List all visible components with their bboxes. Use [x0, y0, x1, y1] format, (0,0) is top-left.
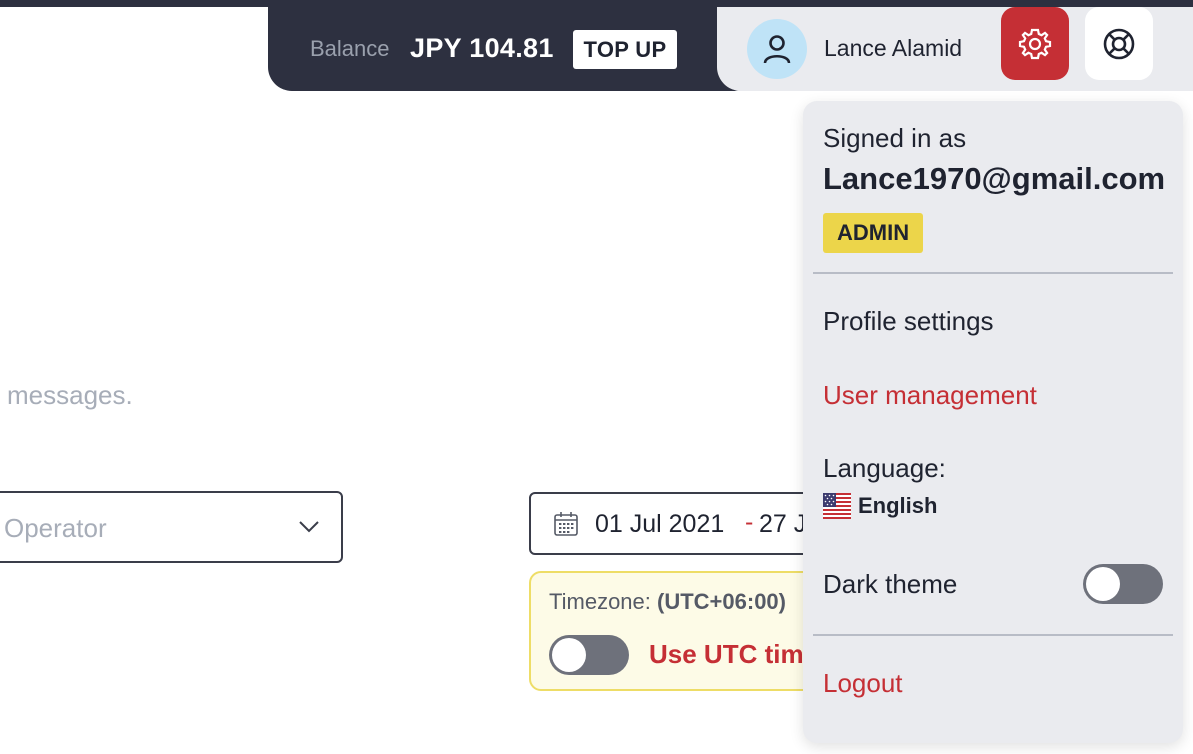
language-value: English — [858, 493, 938, 518]
settings-button[interactable] — [1001, 7, 1069, 80]
logout-link[interactable]: Logout — [823, 668, 903, 698]
language-label: Language: — [823, 453, 946, 483]
timezone-label: Timezone: (UTC+06:00) — [549, 589, 786, 615]
toggle-knob — [552, 638, 586, 672]
chevron-down-icon — [297, 515, 321, 544]
dark-theme-label: Dark theme — [823, 569, 958, 599]
date-range-picker[interactable]: 01 Jul 2021 - 27 J — [529, 492, 829, 555]
signed-in-label: Signed in as — [823, 123, 967, 153]
timezone-value: (UTC+06:00) — [657, 589, 786, 614]
date-separator: - — [745, 508, 754, 536]
lifebuoy-icon — [1103, 28, 1135, 59]
language-selector[interactable]: English — [823, 493, 937, 519]
user-panel: Lance Alamid — [717, 7, 1193, 91]
user-dropdown-menu: Signed in as Lance1970@gmail.com ADMIN P… — [803, 101, 1183, 743]
calendar-icon — [553, 511, 579, 542]
role-badge: ADMIN — [823, 213, 924, 253]
messages-description: l messages. — [0, 380, 133, 410]
divider — [813, 272, 1173, 274]
operator-placeholder: Operator — [4, 513, 107, 543]
user-name[interactable]: Lance Alamid — [824, 35, 963, 61]
help-button[interactable] — [1085, 7, 1153, 80]
us-flag-icon — [823, 493, 851, 519]
use-utc-toggle[interactable] — [549, 635, 629, 675]
balance-label: Balance — [310, 36, 390, 61]
balance-bar: Balance JPY 104.81 TOP UP — [268, 0, 758, 91]
date-start: 01 Jul 2021 — [595, 510, 725, 538]
date-end: 27 J — [759, 510, 807, 538]
user-icon — [763, 35, 791, 64]
timezone-box: Timezone: (UTC+06:00) Use UTC tim — [529, 571, 829, 691]
gear-icon — [1018, 28, 1052, 59]
toggle-knob — [1086, 567, 1120, 601]
user-management-link[interactable]: User management — [823, 380, 1037, 410]
dark-theme-toggle[interactable] — [1083, 564, 1163, 604]
top-up-button[interactable]: TOP UP — [573, 30, 677, 69]
operator-select[interactable]: Operator — [0, 491, 343, 563]
profile-settings-link[interactable]: Profile settings — [823, 306, 994, 336]
user-email: Lance1970@gmail.com — [823, 161, 1166, 196]
avatar[interactable] — [747, 19, 807, 79]
use-utc-label: Use UTC tim — [649, 639, 804, 669]
divider — [813, 634, 1173, 636]
timezone-label-text: Timezone: — [549, 589, 651, 614]
balance-amount: JPY 104.81 — [410, 33, 554, 63]
